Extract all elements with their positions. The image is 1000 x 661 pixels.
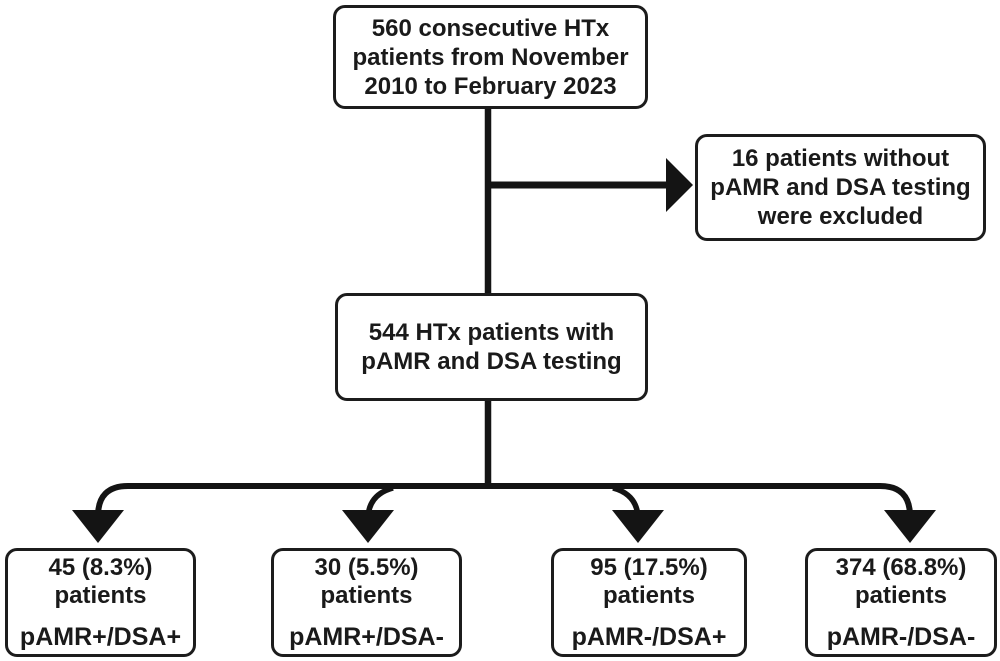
box-excluded-patients: 16 patients without pAMR and DSA testing…	[695, 134, 986, 241]
box-total-patients: 560 consecutive HTx patients from Novemb…	[333, 5, 648, 109]
box-text-line: pAMR and DSA testing	[361, 348, 622, 375]
box-text-line: were excluded	[757, 203, 924, 230]
branch-bar	[95, 483, 913, 517]
box-pamr-neg-dsa-pos: 95 (17.5%) patients pAMR-/DSA+	[551, 548, 747, 657]
arrow-down-icon-4	[884, 510, 936, 543]
patient-count: 30 (5.5%)	[314, 554, 419, 581]
arrow-down-icon-1	[72, 510, 124, 543]
patients-label: patients	[54, 582, 147, 609]
branch-curve-2	[365, 485, 394, 517]
arrow-right-icon	[666, 158, 693, 212]
box-text-line: patients from November	[352, 43, 629, 71]
box-pamr-pos-dsa-pos: 45 (8.3%) patients pAMR+/DSA+	[5, 548, 196, 657]
branch-curve-3	[612, 485, 641, 517]
patients-label: patients	[602, 582, 695, 609]
box-tested-patients: 544 HTx patients with pAMR and DSA testi…	[335, 293, 648, 401]
box-text-line: 544 HTx patients with	[368, 319, 615, 346]
box-pamr-neg-dsa-neg: 374 (68.8%) patients pAMR-/DSA-	[805, 548, 997, 657]
group-label: pAMR+/DSA-	[289, 623, 444, 651]
patient-count: 374 (68.8%)	[835, 554, 967, 581]
group-label: pAMR+/DSA+	[19, 623, 182, 651]
box-text-line: 2010 to February 2023	[364, 72, 617, 100]
box-text-line: 16 patients without	[731, 145, 950, 172]
patients-label: patients	[320, 582, 413, 609]
patient-count: 95 (17.5%)	[590, 554, 708, 581]
box-text-line: 560 consecutive HTx	[371, 14, 610, 42]
box-pamr-pos-dsa-neg: 30 (5.5%) patients pAMR+/DSA-	[271, 548, 462, 657]
group-label: pAMR-/DSA+	[571, 623, 727, 651]
arrow-down-icon-3	[612, 510, 664, 543]
patient-count: 45 (8.3%)	[48, 554, 153, 581]
group-label: pAMR-/DSA-	[826, 623, 976, 651]
box-text-line: pAMR and DSA testing	[710, 174, 971, 201]
patients-label: patients	[854, 582, 947, 609]
arrow-down-icon-2	[342, 510, 394, 543]
